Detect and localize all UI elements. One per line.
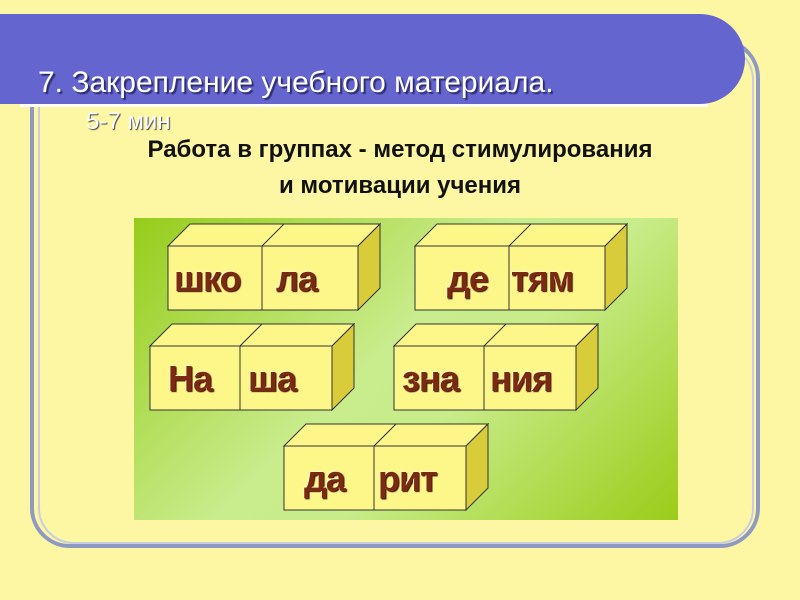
header-bar xyxy=(0,14,745,104)
word-block-5-right: рит xyxy=(378,458,438,499)
word-block-1-shape xyxy=(166,222,382,312)
slide-subtitle: Работа в группах - метод стимулирования … xyxy=(60,132,740,204)
word-block-4-left: зна xyxy=(402,358,460,399)
slide-title: 7. Закрепление учебного материала. xyxy=(38,66,554,99)
subtitle-line-1: Работа в группах - метод стимулирования xyxy=(147,136,653,163)
subtitle-line-2: и мотивации учения xyxy=(278,172,522,199)
word-block-2-right: тям xyxy=(511,258,574,299)
word-block-2-shape xyxy=(413,222,629,312)
slide-title-time: 5-7 мин xyxy=(86,108,171,135)
header-underline xyxy=(20,104,708,107)
word-block-3-right: ша xyxy=(248,358,297,399)
word-block-5-shape xyxy=(282,422,490,512)
word-block-4-shape xyxy=(392,322,600,412)
word-block-1-left: шко xyxy=(174,258,242,299)
word-block-2-left: де xyxy=(447,258,489,299)
word-block-3-shape xyxy=(148,322,356,412)
word-block-4-right: ния xyxy=(490,358,553,399)
word-block-5-left: да xyxy=(304,458,346,499)
word-block-3-left: На xyxy=(168,358,213,399)
word-block-1-right: ла xyxy=(276,258,318,299)
